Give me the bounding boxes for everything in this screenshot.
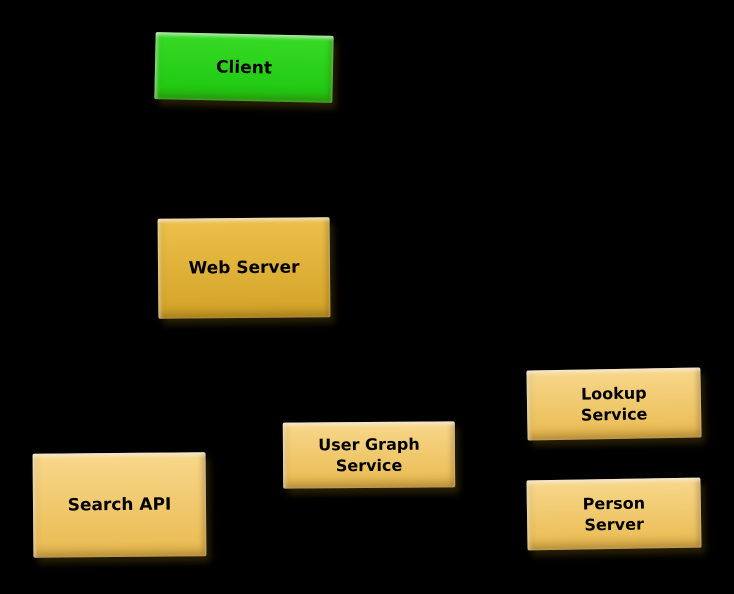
node-user-graph-service: User Graph Service <box>282 421 456 489</box>
node-web-server: Web Server <box>157 217 331 319</box>
node-label: User Graph <box>318 434 420 455</box>
node-label: Server <box>584 514 645 535</box>
node-label: Web Server <box>188 257 300 279</box>
node-search-api: Search API <box>32 452 207 558</box>
node-label: Person <box>582 493 646 514</box>
node-label: Lookup <box>580 383 647 404</box>
node-label: Service <box>335 455 403 476</box>
node-label: Service <box>580 404 648 425</box>
node-label: Search API <box>67 494 172 516</box>
node-lookup-service: Lookup Service <box>526 367 702 441</box>
node-client: Client <box>154 32 334 103</box>
node-label: Client <box>215 56 273 79</box>
node-person-server: Person Server <box>526 477 702 551</box>
